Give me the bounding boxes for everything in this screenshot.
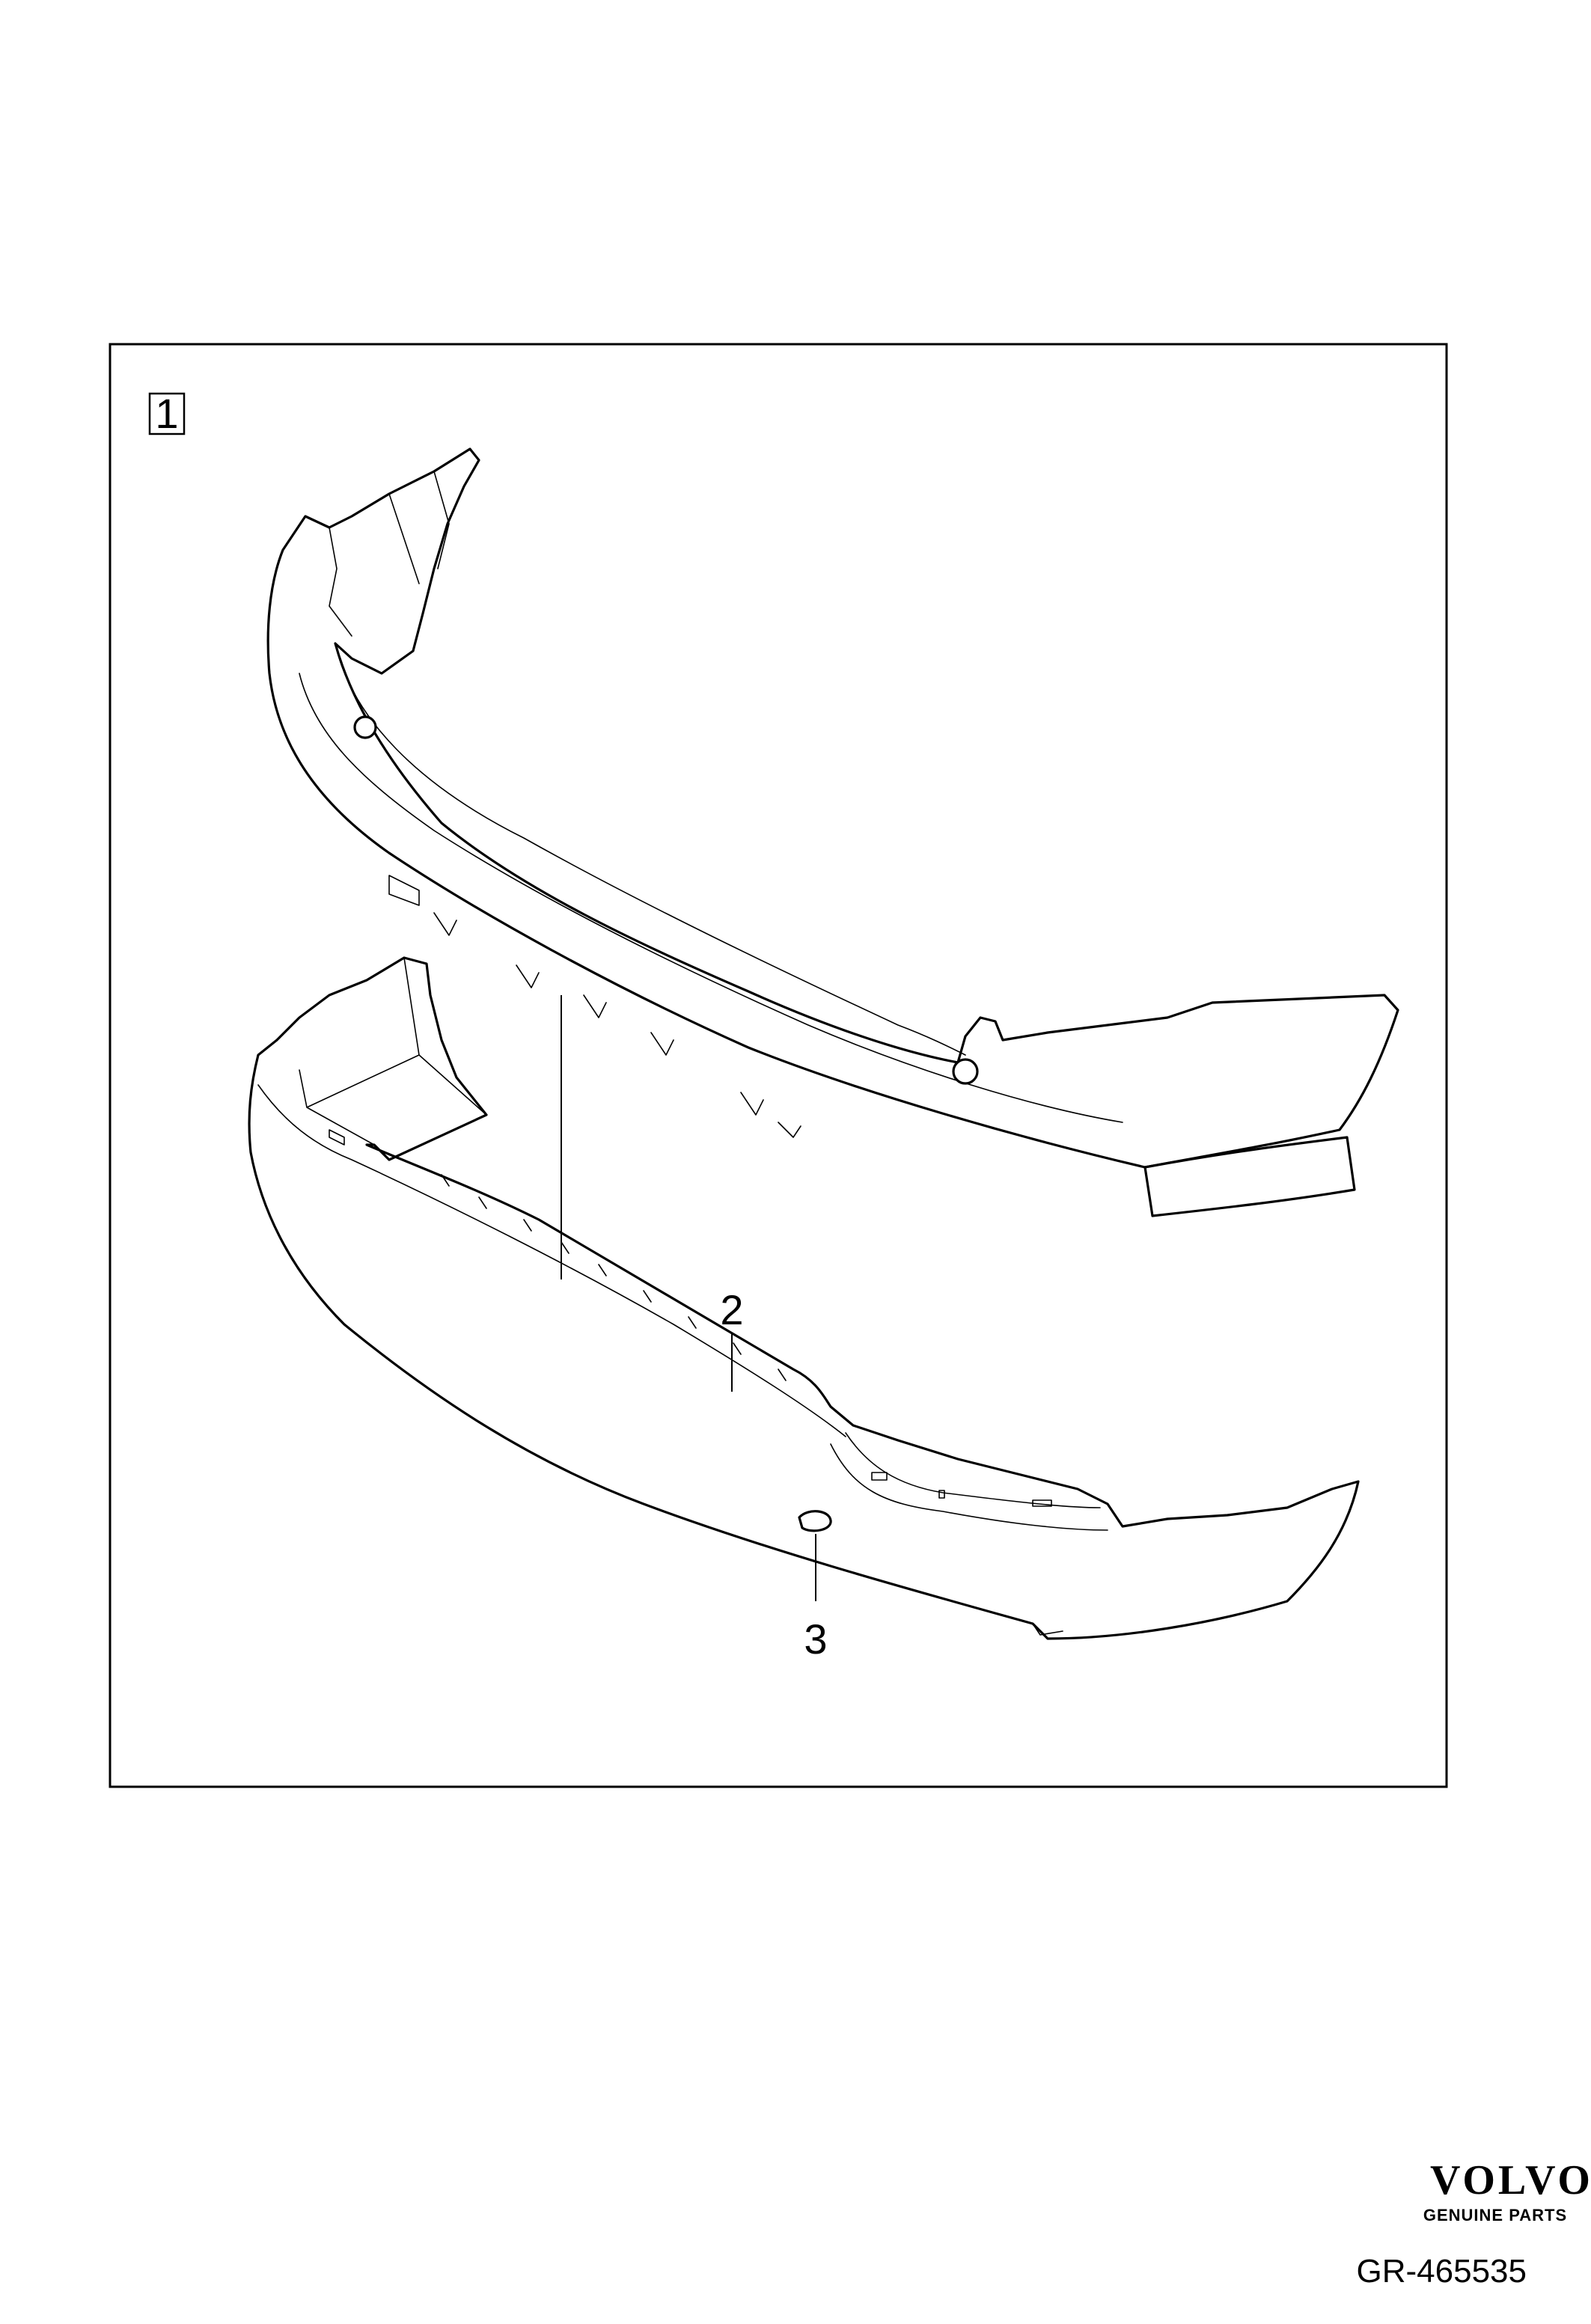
callout-box-1 [148,392,186,435]
volvo-logo: VOLVO [1430,2157,1591,2204]
upper-bumper-crease [299,673,1123,1123]
lower-bumper-corner-tab [1032,1623,1063,1636]
lower-bumper [248,956,1360,1640]
lower-bumper-slots [329,1129,1052,1507]
lower-bumper-recess-inner [845,1432,1101,1508]
upper-bumper-sensor-right [952,1058,979,1085]
upper-bumper-inner-flange [329,471,450,637]
upper-bumper [266,447,1399,1217]
genuine-parts-label: GENUINE PARTS [1423,2206,1567,2224]
callout-2: 2 [720,1286,743,1333]
lower-bumper-lip [257,1084,846,1437]
lower-bumper-inner-wall [299,957,487,1146]
diagram-frame [109,343,1448,1788]
lower-bumper-clips [441,1174,787,1381]
lower-bumper-outline [248,956,1360,1640]
drawing-reference: GR-465535 [1357,2253,1527,2290]
lower-bumper-recess [830,1443,1108,1531]
callout-3: 3 [804,1615,827,1663]
upper-bumper-ridge [335,643,966,1056]
upper-bumper-sensor-left [353,715,377,739]
callout-1: 1 [155,390,178,437]
upper-bumper-clips [388,875,801,1138]
upper-bumper-corner-right [1143,1136,1356,1217]
upper-bumper-outline [266,447,1399,1169]
lower-bumper-tow-cover [798,1510,832,1532]
